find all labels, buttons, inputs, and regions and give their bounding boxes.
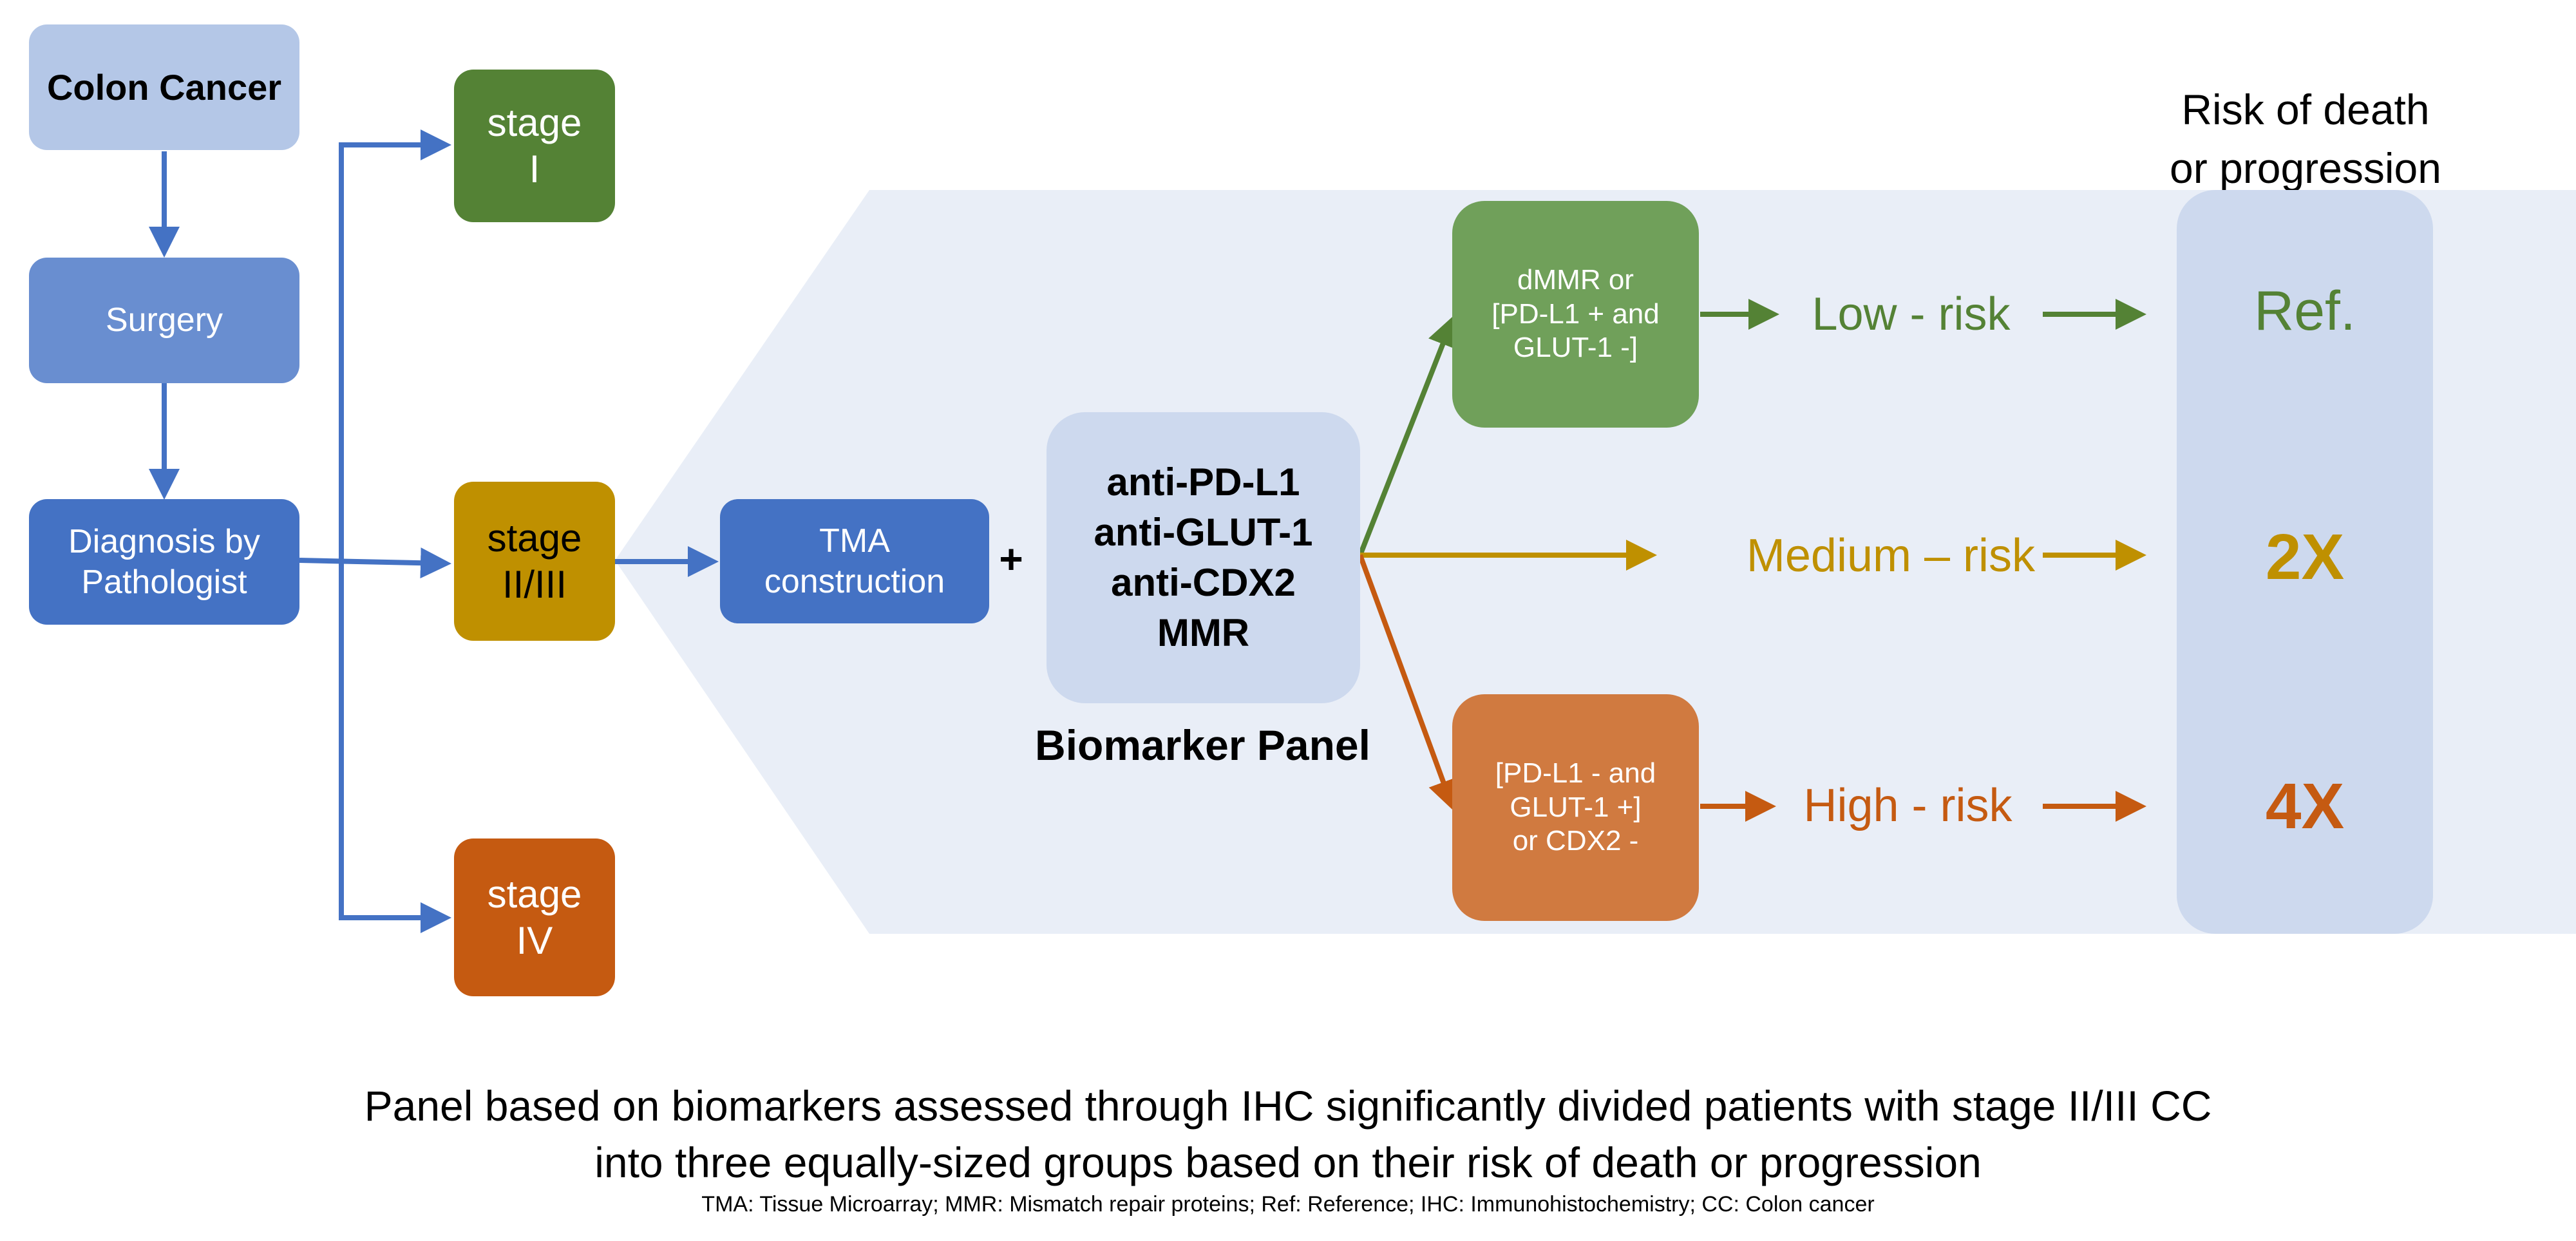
- risk-high-value: 4X: [2265, 770, 2345, 842]
- biomarker-panel-title: Biomarker Panel: [1035, 721, 1370, 769]
- abbreviation-footnote: TMA: Tissue Microarray; MMR: Mismatch re…: [701, 1192, 1875, 1217]
- diagnosis-box: Diagnosis by Pathologist: [29, 499, 299, 625]
- risk-column-header: Risk of death or progression: [2170, 86, 2441, 193]
- stage-4-label: stage IV: [487, 872, 582, 962]
- arrow-panel-to-high-criteria: [1358, 554, 1458, 811]
- stage-2-3-box: stage II/III: [454, 482, 615, 641]
- stage-4-box: stage IV: [454, 838, 615, 996]
- stage-2-3-label: stage II/III: [487, 516, 582, 606]
- tma-construction-box: TMA construction: [720, 499, 989, 623]
- colon-cancer-box: Colon Cancer: [29, 24, 299, 150]
- biomarker-panel-box: anti-PD-L1 anti-GLUT-1 anti-CDX2 MMR: [1046, 412, 1360, 703]
- high-risk-criteria-box: [PD-L1 - and GLUT-1 +] or CDX2 -: [1452, 694, 1699, 921]
- biomarker-panel-markers: anti-PD-L1 anti-GLUT-1 anti-CDX2 MMR: [1094, 460, 1313, 654]
- medium-risk-label: Medium – risk: [1746, 530, 2035, 582]
- stage-1-label: stage I: [487, 100, 582, 191]
- diagnosis-label: Diagnosis by Pathologist: [68, 523, 260, 601]
- arrow-panel-to-low-criteria: [1358, 315, 1457, 556]
- risk-column: [2177, 190, 2433, 934]
- figure-caption: Panel based on biomarkers assessed throu…: [364, 1082, 2212, 1187]
- arrow-diagnosis-to-stage23: [299, 547, 451, 579]
- stage-ii-iii-expansion-panel: [615, 190, 2576, 934]
- low-risk-criteria-text: dMMR or [PD-L1 + and GLUT-1 -]: [1492, 263, 1660, 364]
- risk-ref-value: Ref.: [2254, 280, 2356, 342]
- arrow-to-stage4: [339, 562, 451, 933]
- risk-medium-value: 2X: [2265, 521, 2345, 593]
- high-risk-label: High - risk: [1803, 780, 2012, 831]
- surgery-box: Surgery: [29, 258, 299, 383]
- low-risk-criteria-box: dMMR or [PD-L1 + and GLUT-1 -]: [1452, 201, 1699, 428]
- arrow-to-stage1: [339, 129, 451, 562]
- plus-sign: +: [999, 536, 1023, 582]
- surgery-label: Surgery: [105, 301, 223, 339]
- stage-1-box: stage I: [454, 70, 615, 222]
- tma-construction-label: TMA construction: [764, 522, 945, 600]
- colon-cancer-label: Colon Cancer: [46, 66, 282, 108]
- high-risk-criteria-text: [PD-L1 - and GLUT-1 +] or CDX2 -: [1495, 757, 1656, 857]
- low-risk-label: Low - risk: [1812, 289, 2011, 340]
